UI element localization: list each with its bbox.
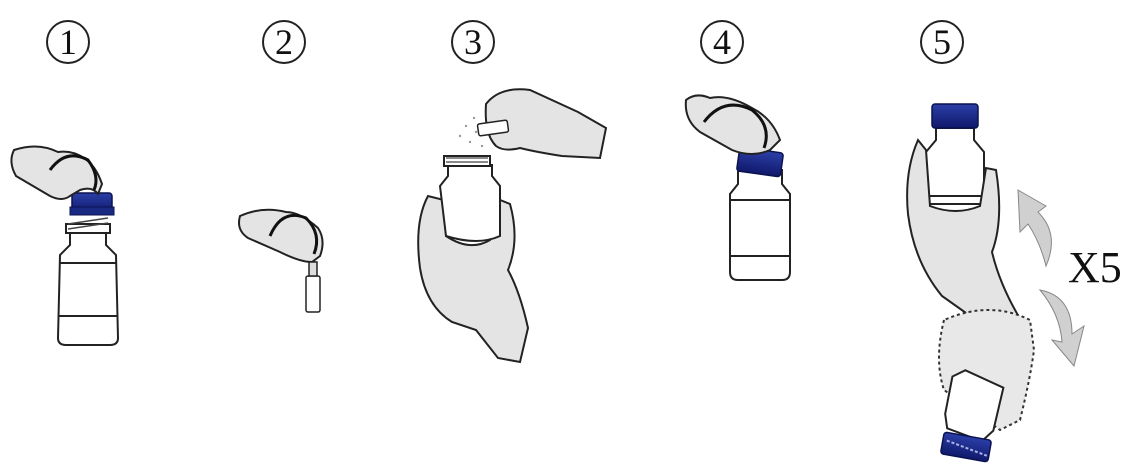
hand-icon — [686, 95, 780, 154]
bottle-icon — [440, 156, 500, 241]
hand-icon — [239, 210, 323, 262]
repeat-count-label: X5 — [1068, 242, 1122, 293]
step-1-illustration — [11, 146, 118, 345]
step-number-badge: 4 — [700, 20, 744, 64]
step-2-illustration — [239, 210, 323, 312]
step-5-illustration — [907, 104, 1084, 462]
bottle-icon — [58, 218, 118, 345]
vial-icon — [306, 262, 320, 312]
bottle-icon — [926, 128, 984, 204]
step-number-badge: 3 — [451, 20, 495, 64]
cap-icon — [932, 104, 978, 128]
step-number-badge: 5 — [920, 20, 964, 64]
step-number-badge: 2 — [262, 20, 306, 64]
step-3-illustration — [418, 89, 606, 362]
step-number-badge: 1 — [46, 20, 90, 64]
cap-icon — [70, 193, 114, 215]
step-4-illustration — [686, 95, 790, 280]
hand-icon — [11, 146, 102, 199]
bottle-icon — [730, 170, 790, 280]
